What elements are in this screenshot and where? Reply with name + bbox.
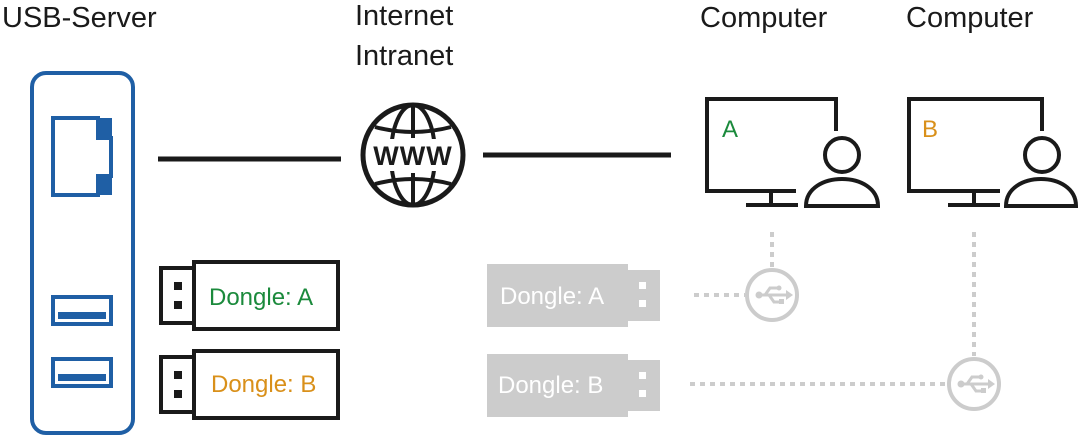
screen-letter-b: B — [922, 116, 938, 143]
physical-dongle-a — [159, 260, 340, 331]
dongle-b-label: Dongle: B — [211, 371, 316, 398]
intranet-label: Intranet — [355, 40, 454, 72]
dongle-a-label: Dongle: A — [209, 284, 313, 311]
computer-b-label: Computer — [906, 2, 1034, 34]
usb-server — [30, 71, 135, 435]
ethernet-port-tab — [98, 118, 112, 138]
virtual-connection-b — [690, 232, 976, 386]
usb-plug-icon — [159, 355, 196, 414]
usb-symbol-icon — [745, 268, 799, 322]
usb-port-icon — [51, 357, 113, 388]
usb-server-frame — [30, 71, 135, 435]
dongle-body — [192, 349, 340, 420]
virtual-dongle-b-label: Dongle: B — [498, 372, 603, 399]
usb-port-icon — [51, 295, 113, 326]
ethernet-port-tab-bottom — [98, 176, 112, 195]
usb-server-label: USB-Server — [2, 2, 157, 34]
computer-b — [907, 97, 1079, 208]
user-icon — [1003, 136, 1079, 208]
virtual-dongle-a-label: Dongle: A — [500, 283, 604, 310]
globe-icon — [360, 102, 466, 208]
virtual-dongle-b — [487, 354, 660, 417]
dongle-body — [487, 354, 628, 417]
virtual-dongle-a — [487, 264, 660, 327]
computer-a — [705, 97, 881, 208]
usb-plug-icon — [159, 266, 196, 325]
usb-plug-icon — [628, 270, 660, 321]
physical-dongle-b — [159, 349, 340, 420]
globe-www-text: WWW — [373, 141, 452, 171]
user-icon — [803, 136, 881, 208]
usb-symbol-icon — [947, 357, 1001, 411]
virtual-connection-a — [694, 232, 774, 297]
internet-label: Internet — [355, 0, 454, 32]
usb-plug-icon — [628, 360, 660, 411]
dongle-body — [487, 264, 628, 327]
screen-letter-a: A — [722, 116, 738, 143]
computer-a-label: Computer — [700, 2, 828, 34]
monitor-icon — [907, 97, 1044, 193]
dongle-body — [192, 260, 340, 331]
monitor-icon — [705, 97, 838, 193]
